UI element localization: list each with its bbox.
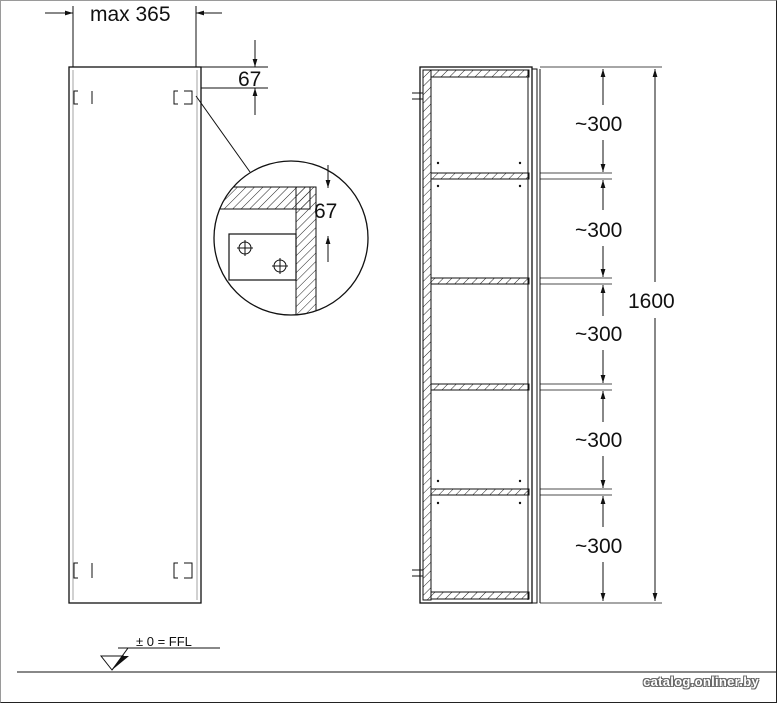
hinge-marker-bottom-left [73,562,93,579]
floor-level-label: ± 0 = FFL [136,634,192,649]
shelf-spacing-label: ~300 [575,429,622,452]
mounting-bracket [228,233,297,281]
shelf [430,172,530,180]
total-height-label: 1600 [628,290,675,313]
shelf-spacing-label: ~300 [575,323,622,346]
watermark: catalog.onliner.by [643,674,759,689]
shelf [430,277,530,285]
hinge-marker-bottom-right [173,562,193,579]
shelf-spacing-label: ~300 [575,113,622,136]
width-dimension [45,6,222,67]
detail-view [213,160,369,316]
side-section-view [412,66,541,604]
offset-dimension-label: 67 [238,68,261,91]
hinge-marker-top-right [173,90,193,105]
floor-level-marker [17,647,777,673]
shelf-spacing-label: ~300 [575,535,622,558]
screw-hole-icon [237,240,253,256]
offset-dimension [201,40,268,115]
cabinet-front-outline [68,66,202,604]
shelf-extension-lines [540,66,662,604]
shelf-pin-dots [436,161,522,505]
detail-dimension-label: 67 [314,200,337,223]
detail-leader-line [195,95,251,173]
shelf [430,383,530,391]
screw-hole-icon [272,258,288,274]
top-panel [430,69,530,78]
shelf [430,488,530,496]
bottom-panel [430,591,530,600]
shelf-spacing-label: ~300 [575,219,622,242]
front-view [68,66,202,604]
hinge-marker-top-left [73,90,93,105]
width-dimension-label: max 365 [90,3,171,26]
